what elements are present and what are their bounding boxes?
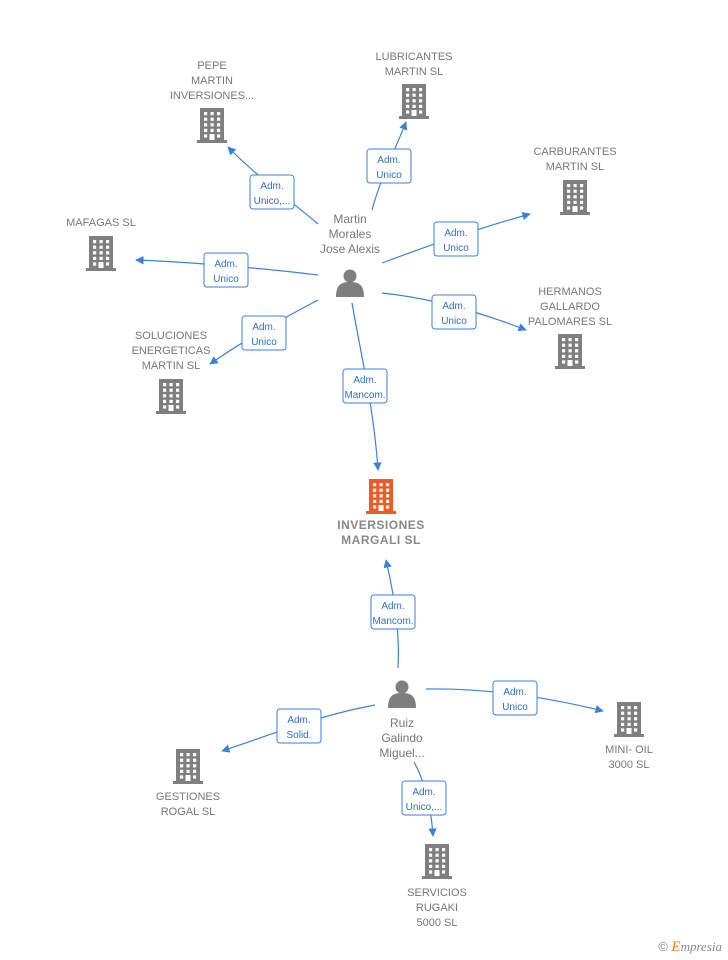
- edge-label-soluciones[interactable]: Adm. Unico: [241, 315, 287, 351]
- edge-label-text: Unico: [443, 243, 469, 254]
- edge-label-gestiones[interactable]: Adm. Solid.: [276, 708, 322, 744]
- node-label: MINI- OIL: [605, 744, 653, 756]
- edge-label-text: Mancom.: [372, 616, 413, 627]
- copyright-icon: ©: [658, 939, 668, 954]
- edge-label-mafagas[interactable]: Adm. Unico: [203, 252, 249, 288]
- node-servicios[interactable]: SERVICIOS RUGAKI 5000 SL: [407, 844, 467, 929]
- building-icon[interactable]: [399, 84, 429, 119]
- node-minioil[interactable]: MINI- OIL 3000 SL: [605, 702, 653, 771]
- node-label: MARGALI SL: [341, 533, 421, 547]
- nodes-layer: PEPE MARTIN INVERSIONES... LUBRICANTES MARTI…: [66, 51, 653, 929]
- edge-label-text: Adm.: [381, 601, 404, 612]
- edge-label-text: Adm.: [442, 301, 465, 312]
- edge-label-text: Solid.: [286, 730, 311, 741]
- node-label: SERVICIOS: [407, 887, 467, 899]
- building-icon[interactable]: [555, 334, 585, 369]
- person-icon[interactable]: [336, 269, 364, 298]
- node-label: INVERSIONES...: [170, 90, 254, 102]
- building-icon[interactable]: [614, 702, 644, 737]
- node-label: LUBRICANTES: [375, 51, 452, 63]
- edge-label-text: Adm.: [260, 181, 283, 192]
- node-hermanos[interactable]: HERMANOS GALLARDO PALOMARES SL: [528, 286, 612, 369]
- node-label: Miguel...: [379, 746, 424, 760]
- node-label: PEPE: [197, 60, 226, 72]
- node-label: PALOMARES SL: [528, 316, 612, 328]
- edge-label-text: Adm.: [377, 155, 400, 166]
- node-label: MARTIN SL: [142, 360, 200, 372]
- node-mafagas[interactable]: MAFAGAS SL: [66, 217, 136, 271]
- edge-label-text: Unico: [502, 702, 528, 713]
- node-label: RUGAKI: [416, 902, 458, 914]
- edge-label-text: Unico: [441, 316, 467, 327]
- node-label: INVERSIONES: [337, 518, 425, 532]
- edge-label-text: Adm.: [353, 375, 376, 386]
- node-label: ROGAL SL: [161, 806, 216, 818]
- edge-label-text: Mancom.: [344, 390, 385, 401]
- edge-label-text: Adm.: [287, 715, 310, 726]
- brand-logo-initial: E: [671, 939, 681, 955]
- edge-label-text: Adm.: [252, 322, 275, 333]
- node-lubricantes[interactable]: LUBRICANTES MARTIN SL: [375, 51, 453, 119]
- building-icon[interactable]: [422, 844, 452, 879]
- brand-footer[interactable]: © Empresia: [658, 939, 722, 956]
- node-label: Ruiz: [390, 716, 414, 730]
- node-label: Jose Alexis: [320, 242, 380, 256]
- edge-labels-layer: Adm.Unico,...Adm.UnicoAdm.UnicoAdm.Unico…: [203, 148, 538, 816]
- node-ruiz[interactable]: RuizGalindoMiguel...: [379, 680, 425, 761]
- node-label: Galindo: [381, 731, 423, 745]
- edge-label-carburantes[interactable]: Adm. Unico: [433, 221, 479, 257]
- building-icon[interactable]: [173, 749, 203, 784]
- node-label: MAFAGAS SL: [66, 217, 136, 229]
- building-icon[interactable]: [86, 236, 116, 271]
- node-label: 3000 SL: [609, 759, 650, 771]
- node-label: HERMANOS: [538, 286, 602, 298]
- node-label: MARTIN SL: [385, 66, 443, 78]
- edge-label-text: Unico,...: [406, 802, 443, 813]
- edge-label-text: Adm.: [444, 228, 467, 239]
- edge-label-text: Adm.: [412, 787, 435, 798]
- node-label: GALLARDO: [540, 301, 600, 313]
- node-label: CARBURANTES: [533, 146, 616, 158]
- edge-label-inversiones-1[interactable]: Adm. Mancom.: [342, 368, 388, 404]
- edge-label-inversiones-2[interactable]: Adm. Mancom.: [370, 594, 416, 630]
- building-icon[interactable]: [366, 479, 396, 514]
- node-label: SOLUCIONES: [135, 330, 207, 342]
- edge-label-text: Unico,...: [254, 196, 291, 207]
- node-label: 5000 SL: [417, 917, 458, 929]
- edge-label-text: Unico: [376, 170, 402, 181]
- edge-label-servicios[interactable]: Adm. Unico,...: [401, 780, 447, 816]
- edge-label-hermanos[interactable]: Adm. Unico: [431, 294, 477, 330]
- node-label: MARTIN SL: [546, 161, 604, 173]
- node-label: GESTIONES: [156, 791, 220, 803]
- node-label: ENERGETICAS: [132, 345, 211, 357]
- edge-label-minioil[interactable]: Adm. Unico: [492, 680, 538, 716]
- edge-label-lubricantes[interactable]: Adm. Unico: [366, 148, 412, 184]
- edge-label-text: Adm.: [214, 259, 237, 270]
- node-pepe[interactable]: PEPE MARTIN INVERSIONES...: [170, 60, 254, 143]
- node-carburantes[interactable]: CARBURANTES MARTIN SL: [533, 146, 617, 215]
- node-gestiones[interactable]: GESTIONES ROGAL SL: [156, 749, 220, 818]
- brand-logo-rest: mpresia: [680, 939, 722, 954]
- edge-label-text: Unico: [213, 274, 239, 285]
- node-label: Morales: [329, 227, 372, 241]
- node-label: Martin: [333, 212, 366, 226]
- edge-label-pepe[interactable]: Adm. Unico,...: [249, 174, 295, 210]
- node-label: MARTIN: [191, 75, 233, 87]
- edge-label-text: Adm.: [503, 687, 526, 698]
- building-icon[interactable]: [197, 108, 227, 143]
- node-soluciones[interactable]: SOLUCIONES ENERGETICAS MARTIN SL: [132, 330, 211, 414]
- building-icon[interactable]: [156, 379, 186, 414]
- edge-label-text: Unico: [251, 337, 277, 348]
- building-icon[interactable]: [560, 180, 590, 215]
- person-icon[interactable]: [388, 680, 416, 709]
